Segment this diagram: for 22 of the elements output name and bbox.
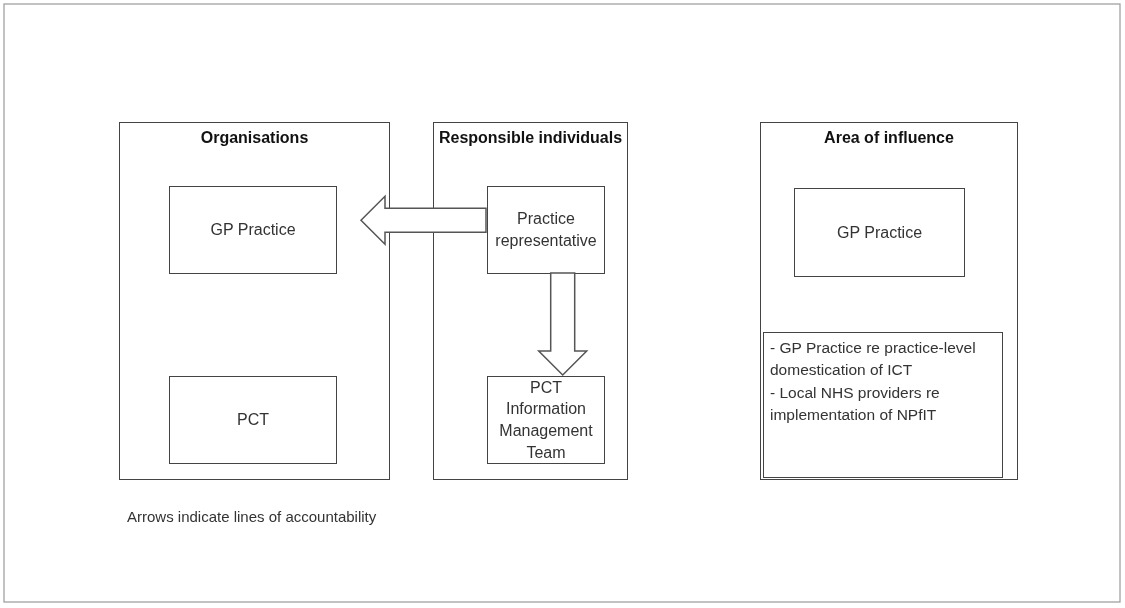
block-arrow <box>536 272 589 377</box>
process-box <box>487 186 605 274</box>
process-box <box>794 188 965 277</box>
box-label: GP Practice <box>210 220 296 241</box>
process-box <box>487 376 605 464</box>
column-panel <box>433 122 628 480</box>
column-heading: Organisations <box>199 129 310 147</box>
column-panel <box>119 122 390 480</box>
column-heading: Area of influence <box>823 129 955 147</box>
process-box <box>169 376 337 464</box>
box-label: GP Practice <box>836 222 923 243</box>
box-label: PCT <box>237 410 269 431</box>
list-item: - Local NHS providers re implementation of NPfIT <box>770 382 941 426</box>
text-box <box>763 332 1003 478</box>
list-item: - GP Practice re practice-level domestication of ICT <box>770 338 977 381</box>
process-box <box>169 186 337 274</box>
box-label: Practice representative <box>494 209 598 251</box>
block-arrow <box>359 194 487 246</box>
column-heading: Responsible individuals <box>437 129 624 147</box>
column-panel <box>760 122 1018 480</box>
box-label: PCT Information Management Team <box>498 377 594 463</box>
note-text: Arrows indicate lines of accountability <box>127 508 377 525</box>
